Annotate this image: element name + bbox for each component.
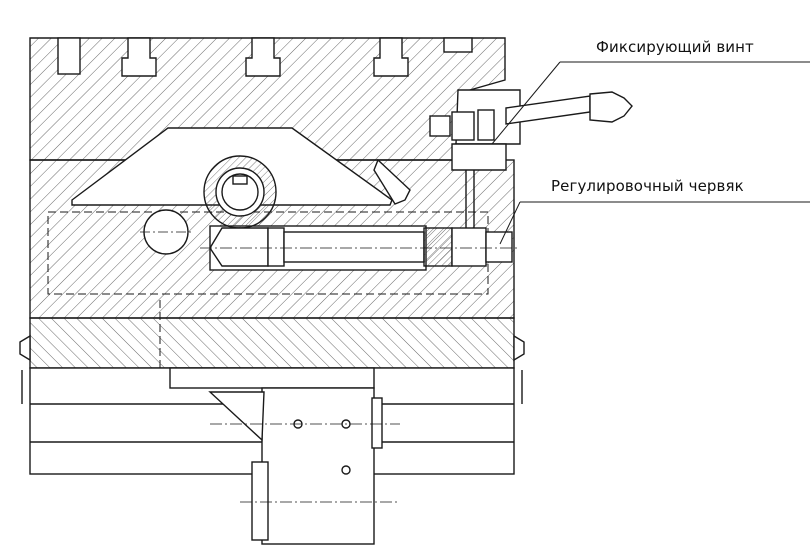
leader-lines (491, 61, 810, 245)
upper-housing (29, 37, 506, 161)
leader-line-worm-diagonal (499, 201, 521, 245)
fixing-screw-label: Фиксирующий винт (596, 38, 754, 56)
leader-line-screw-diagonal (491, 61, 561, 145)
adjusting-worm (200, 227, 520, 267)
worm-wheel (203, 155, 277, 229)
adjusting-worm-label: Регулировочный червяк (551, 177, 744, 195)
carriage-block (169, 367, 400, 545)
round-pin (140, 209, 192, 255)
fixing-screw-assembly (429, 89, 633, 228)
